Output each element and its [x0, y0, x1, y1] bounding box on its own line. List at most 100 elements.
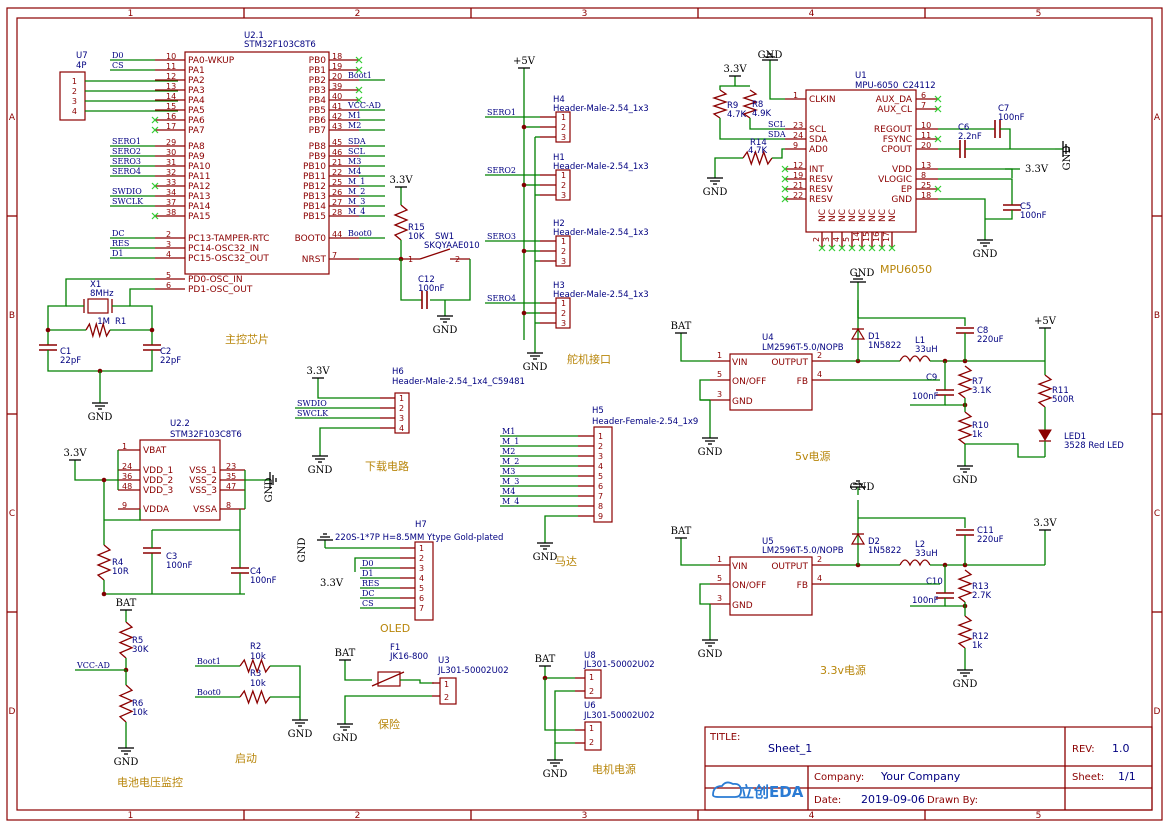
reg-pin-name: OUTPUT: [771, 562, 808, 572]
border-col-label: 5: [1036, 811, 1042, 821]
no-connect-mark: [934, 185, 942, 193]
no-connect-mark: [151, 116, 159, 124]
imu-pin-num: 4: [832, 237, 841, 242]
net-label: D0: [112, 51, 124, 60]
c9-ref: C9: [926, 373, 937, 383]
net-label: SERO4: [487, 294, 516, 303]
reg-pin-num: 5: [717, 370, 722, 379]
c11-ref: C11: [977, 526, 994, 536]
x1-value: 8MHz: [90, 289, 114, 299]
imu-pin-num: 21: [793, 181, 803, 190]
mcu-pin-num: 41: [332, 102, 342, 111]
r9-ref: R9: [727, 101, 738, 111]
servo-header-part: Header-Male-2.54_1x3: [553, 162, 649, 172]
net-label: DC: [362, 589, 375, 598]
mcu-pin-num: 29: [166, 138, 176, 147]
r1-value: 1M: [97, 317, 110, 327]
net-label: VCC-AD: [76, 661, 110, 670]
u5-ref: U5: [762, 537, 774, 547]
c6-ref: C6: [958, 123, 969, 133]
mcu-pin-name: PA9: [188, 152, 205, 162]
wire: [344, 695, 432, 716]
net-label: SERO3: [112, 157, 141, 166]
wire: [400, 259, 422, 301]
r12-value: 1k: [972, 641, 982, 651]
net-label: M4: [502, 487, 515, 496]
net-label: SERO3: [487, 232, 516, 241]
r9-value: 4.7K: [727, 110, 747, 120]
wire: [344, 670, 372, 681]
net-label: SDA: [768, 130, 786, 139]
imu-pin-num: 15: [862, 232, 871, 242]
border-row-label: C: [9, 509, 15, 519]
imu-pin-name: RESV: [809, 175, 834, 185]
mcu-pin-name: PB14: [303, 202, 326, 212]
r8-ref: R8: [752, 100, 763, 110]
imu-pin-num: 1: [793, 91, 798, 100]
net-label: M_2: [348, 187, 365, 196]
h5-pin-num: 7: [598, 492, 603, 501]
u2-2-part: STM32F103C8T6: [170, 430, 242, 440]
mcu-pin-name: BOOT0: [295, 234, 327, 244]
u4-body: [729, 353, 813, 411]
mcu-pin-num: 16: [166, 112, 176, 121]
junction-dot: [149, 327, 155, 333]
mcu-pin-name: PA3: [188, 86, 205, 96]
company-label: Company:: [814, 772, 864, 783]
border-col-label: 4: [809, 9, 815, 19]
net-label: M_3: [348, 197, 365, 206]
h7-pin-num: 5: [419, 584, 424, 593]
title-value: Sheet_1: [768, 742, 812, 755]
no-connect-mark: [781, 185, 789, 193]
net-label: M1: [502, 427, 515, 436]
mcu-pin-num: 46: [332, 148, 342, 157]
wire: [938, 168, 1013, 178]
border-row-label: D: [9, 707, 16, 717]
h7-ref: H7: [415, 520, 427, 530]
wire: [985, 210, 1013, 220]
wire: [319, 427, 380, 448]
c2-value: 22pF: [160, 356, 181, 366]
imu-nc-pin: NC: [848, 209, 858, 222]
l2-ref: L2: [915, 540, 925, 550]
c12-ref: C12: [418, 275, 435, 285]
mcu-pin-name: PD1-OSC_OUT: [188, 285, 253, 295]
imu-pin-num: 16: [872, 232, 881, 242]
d2-ref: D2: [868, 537, 880, 547]
servo-pin-num: 1: [561, 113, 566, 122]
servo-pin-num: 1: [561, 237, 566, 246]
f1-ref: F1: [390, 643, 400, 653]
wire: [554, 690, 575, 744]
imu-pin-num: 12: [793, 161, 803, 170]
r5-value: 30K: [132, 645, 149, 655]
border-col-label: 1: [128, 9, 134, 19]
r10-resistor: [957, 411, 973, 445]
imu-nc-pin: NC: [878, 209, 888, 222]
u3-ref: U3: [438, 656, 450, 666]
mcu-pin-num: 31: [166, 158, 176, 167]
wire: [858, 317, 966, 326]
u6-body: [584, 721, 602, 751]
r14-resistor: [742, 150, 773, 166]
net-label: DC: [112, 229, 125, 238]
r14-value: 4.7K: [748, 146, 768, 156]
border-col-label: 4: [809, 811, 815, 821]
no-connect-mark: [355, 56, 363, 64]
motor-section-label: 马达: [555, 555, 577, 568]
h6-ref: H6: [392, 367, 404, 377]
border-col-label: 2: [355, 9, 361, 19]
imu-pin-name: AUX_CL: [877, 105, 912, 115]
imu-pin-name: CLKIN: [809, 95, 836, 105]
mcu-pin-name: PA13: [188, 192, 210, 202]
mcu-pin-name: VDD_3: [143, 486, 173, 496]
mcu-pin-name: PA15: [188, 212, 210, 222]
no-connect-mark: [828, 244, 836, 252]
v33-label: 3.3V: [1025, 164, 1049, 175]
mcu-pin-num: 39: [332, 82, 342, 91]
bat-label: BAT: [671, 321, 692, 332]
h5-ref: H5: [592, 406, 604, 416]
no-connect-mark: [355, 86, 363, 94]
imu-pin-num: 20: [921, 141, 931, 150]
h7-pin-num: 7: [419, 604, 424, 613]
r6-value: 10k: [132, 708, 148, 718]
